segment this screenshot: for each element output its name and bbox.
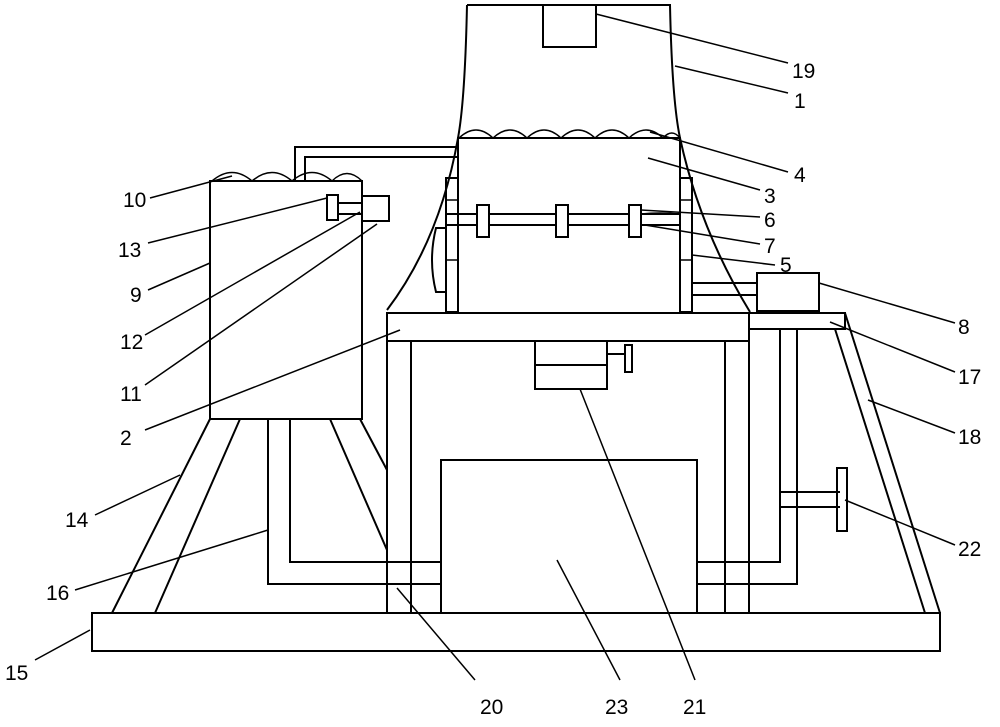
label-18: 18 (958, 426, 981, 449)
sensor-block (542, 4, 597, 48)
hopper (457, 4, 681, 139)
leader-lines (34, 13, 956, 681)
hopper-flare-left (386, 137, 459, 311)
tank-stand (111, 418, 388, 614)
label-3: 3 (764, 185, 776, 208)
left-rail (445, 177, 459, 313)
label-19: 19 (792, 60, 815, 83)
label-11: 11 (120, 383, 142, 406)
platform (386, 312, 750, 342)
label-21: 21 (683, 696, 706, 719)
chamber-scallops (458, 129, 681, 140)
left-bracket (431, 227, 446, 293)
label-9: 9 (130, 284, 142, 307)
label-23: 23 (605, 696, 628, 719)
label-2: 2 (120, 427, 132, 450)
label-14: 14 (65, 509, 89, 532)
tank-scallops (211, 171, 363, 183)
side-platform (748, 312, 846, 330)
return-pipe-outer (267, 419, 441, 585)
leg-right (724, 340, 750, 614)
label-8: 8 (958, 316, 970, 339)
label-12: 12 (120, 331, 143, 354)
label-20: 20 (480, 696, 503, 719)
collection-bin (440, 459, 698, 613)
base-plate (91, 612, 941, 652)
return-pipe-right-inner (697, 329, 781, 563)
water-tank (209, 180, 363, 420)
side-valve-stem (780, 491, 840, 508)
label-16: 16 (46, 582, 69, 605)
leg-left (386, 340, 412, 614)
right-rail (679, 177, 693, 313)
feed-pipe (294, 146, 458, 181)
label-15: 15 (5, 662, 28, 685)
paddle-1 (476, 204, 490, 238)
return-pipe-right-outer (697, 329, 798, 585)
paddle-3 (628, 204, 642, 238)
nozzle (361, 195, 390, 222)
hopper-flare-right (679, 137, 751, 313)
label-22: 22 (958, 538, 981, 561)
label-1: 1 (794, 90, 806, 113)
label-5: 5 (780, 254, 792, 277)
motor (756, 272, 820, 312)
return-pipe-inner (289, 419, 441, 563)
valve-handle (624, 344, 633, 373)
side-support (834, 312, 941, 614)
label-17: 17 (958, 366, 981, 389)
label-6: 6 (764, 209, 776, 232)
label-13: 13 (118, 239, 141, 262)
side-valve-handle (836, 467, 848, 532)
label-10: 10 (123, 189, 146, 212)
label-7: 7 (764, 235, 776, 258)
label-4: 4 (794, 164, 806, 187)
paddle-2 (555, 204, 569, 238)
